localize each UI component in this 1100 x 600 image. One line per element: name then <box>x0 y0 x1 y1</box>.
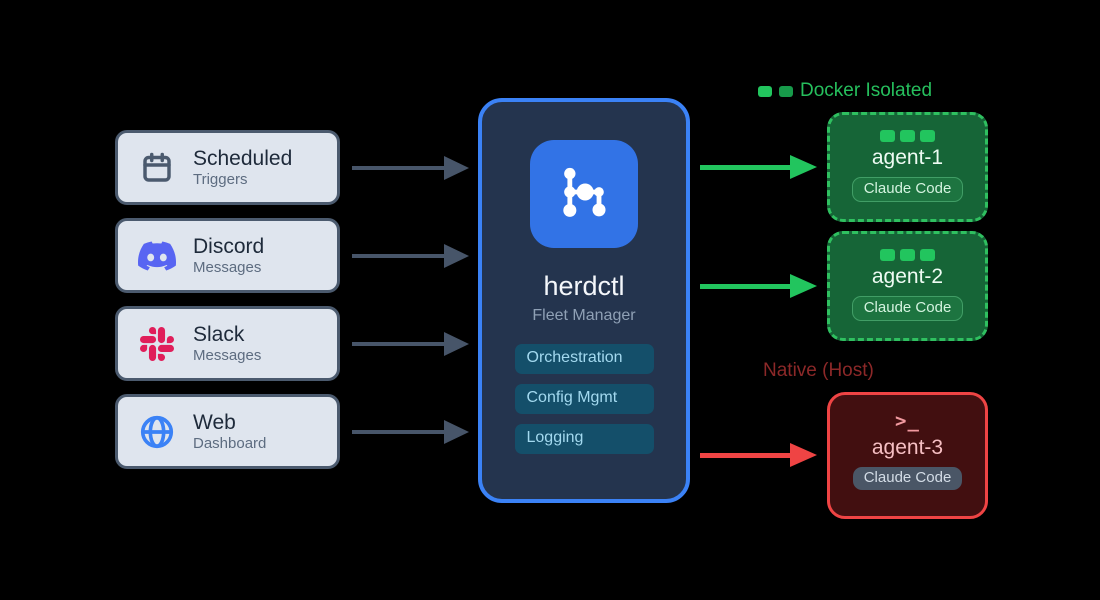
agent-box-agent-3: >_ agent-3 Claude Code <box>827 392 988 519</box>
manager-subtitle: Fleet Manager <box>532 307 636 324</box>
agent-name: agent-2 <box>871 265 944 288</box>
source-box-web: Web Dashboard <box>115 394 340 469</box>
agent-badge: Claude Code <box>852 467 963 490</box>
docker-legend-square-icon <box>758 85 772 97</box>
native-group-label-text: Native (Host) <box>763 360 874 381</box>
source-title: Slack <box>193 322 245 346</box>
agent-name: agent-1 <box>871 146 944 169</box>
agent-name: agent-3 <box>871 436 944 459</box>
source-title: Scheduled <box>193 146 293 170</box>
source-box-slack: Slack Messages <box>115 306 340 381</box>
source-subtitle: Messages <box>193 259 262 277</box>
agent-badge: Claude Code <box>851 177 964 202</box>
source-box-scheduled: Scheduled Triggers <box>115 130 340 205</box>
slack-icon <box>138 325 176 363</box>
container-dots-icon <box>880 130 935 142</box>
node-graph-icon <box>550 158 618 231</box>
herdctl-logo-tile <box>530 140 638 248</box>
docker-group-label-text: Docker Isolated <box>800 80 933 101</box>
feature-chip-orchestration: Orchestration <box>514 344 654 374</box>
feature-chip-logging: Logging <box>514 424 654 454</box>
source-box-discord: Discord Messages <box>115 218 340 293</box>
manager-title: herdctl <box>543 271 625 301</box>
agent-badge: Claude Code <box>851 296 964 321</box>
docker-group-label: Docker Isolated <box>758 80 932 102</box>
feature-chip-config-mgmt: Config Mgmt <box>514 384 654 414</box>
terminal-icon: >_ <box>895 410 920 432</box>
herdctl-manager-box: herdctl Fleet Manager Orchestration Conf… <box>478 98 690 503</box>
source-subtitle: Dashboard <box>193 435 267 453</box>
source-title: Discord <box>193 234 265 258</box>
discord-icon <box>138 237 176 275</box>
feature-chips: Orchestration Config Mgmt Logging <box>514 344 654 454</box>
container-dots-icon <box>880 249 935 261</box>
source-title: Web <box>193 410 236 434</box>
calendar-icon <box>138 149 176 187</box>
docker-legend-square-icon <box>779 85 793 97</box>
globe-icon <box>138 413 176 451</box>
native-group-label: Native (Host) <box>763 360 874 382</box>
source-subtitle: Messages <box>193 347 262 365</box>
source-subtitle: Triggers <box>193 171 248 189</box>
agent-box-agent-1: agent-1 Claude Code <box>827 112 988 222</box>
agent-box-agent-2: agent-2 Claude Code <box>827 231 988 341</box>
